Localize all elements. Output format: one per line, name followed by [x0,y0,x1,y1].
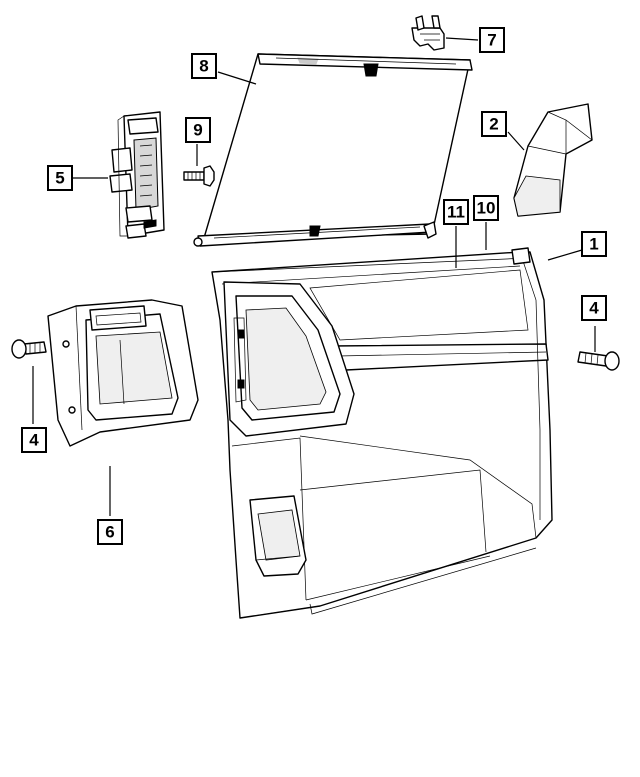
callout-5: 5 [47,165,73,191]
callout-1-label: 1 [589,235,598,254]
part-6-bezel [47,299,199,447]
leader-lines [32,37,596,516]
callout-10-label: 10 [477,199,496,218]
callout-7: 7 [479,27,505,53]
callout-2: 2 [481,111,507,137]
part-5-handle-mechanism [109,111,165,239]
callout-8: 8 [191,53,217,79]
callout-6-label: 6 [105,523,114,542]
callout-1: 1 [581,231,607,257]
callout-11-label: 11 [447,203,465,222]
part-4-screw-right [577,351,620,371]
callout-7-label: 7 [487,31,496,50]
callout-4-left-label: 4 [29,431,39,450]
callout-2-label: 2 [489,115,498,134]
part-9-screw [183,165,215,187]
part-8-sunshade [193,53,473,247]
callout-6: 6 [97,519,123,545]
part-1-door-trim-panel [211,247,553,619]
part-2-trim-piece [513,103,593,217]
callout-9-label: 9 [193,121,202,140]
callout-4-right: 4 [581,295,607,321]
part-4-screw-left [11,339,47,359]
callout-10: 10 [473,195,499,221]
callout-4-left: 4 [21,427,47,453]
callout-8-label: 8 [199,57,208,76]
callout-9: 9 [185,117,211,143]
callout-11: 11 [443,199,469,225]
callout-5-label: 5 [55,169,64,188]
part-7-clip [411,15,445,51]
callout-4-right-label: 4 [589,299,599,318]
